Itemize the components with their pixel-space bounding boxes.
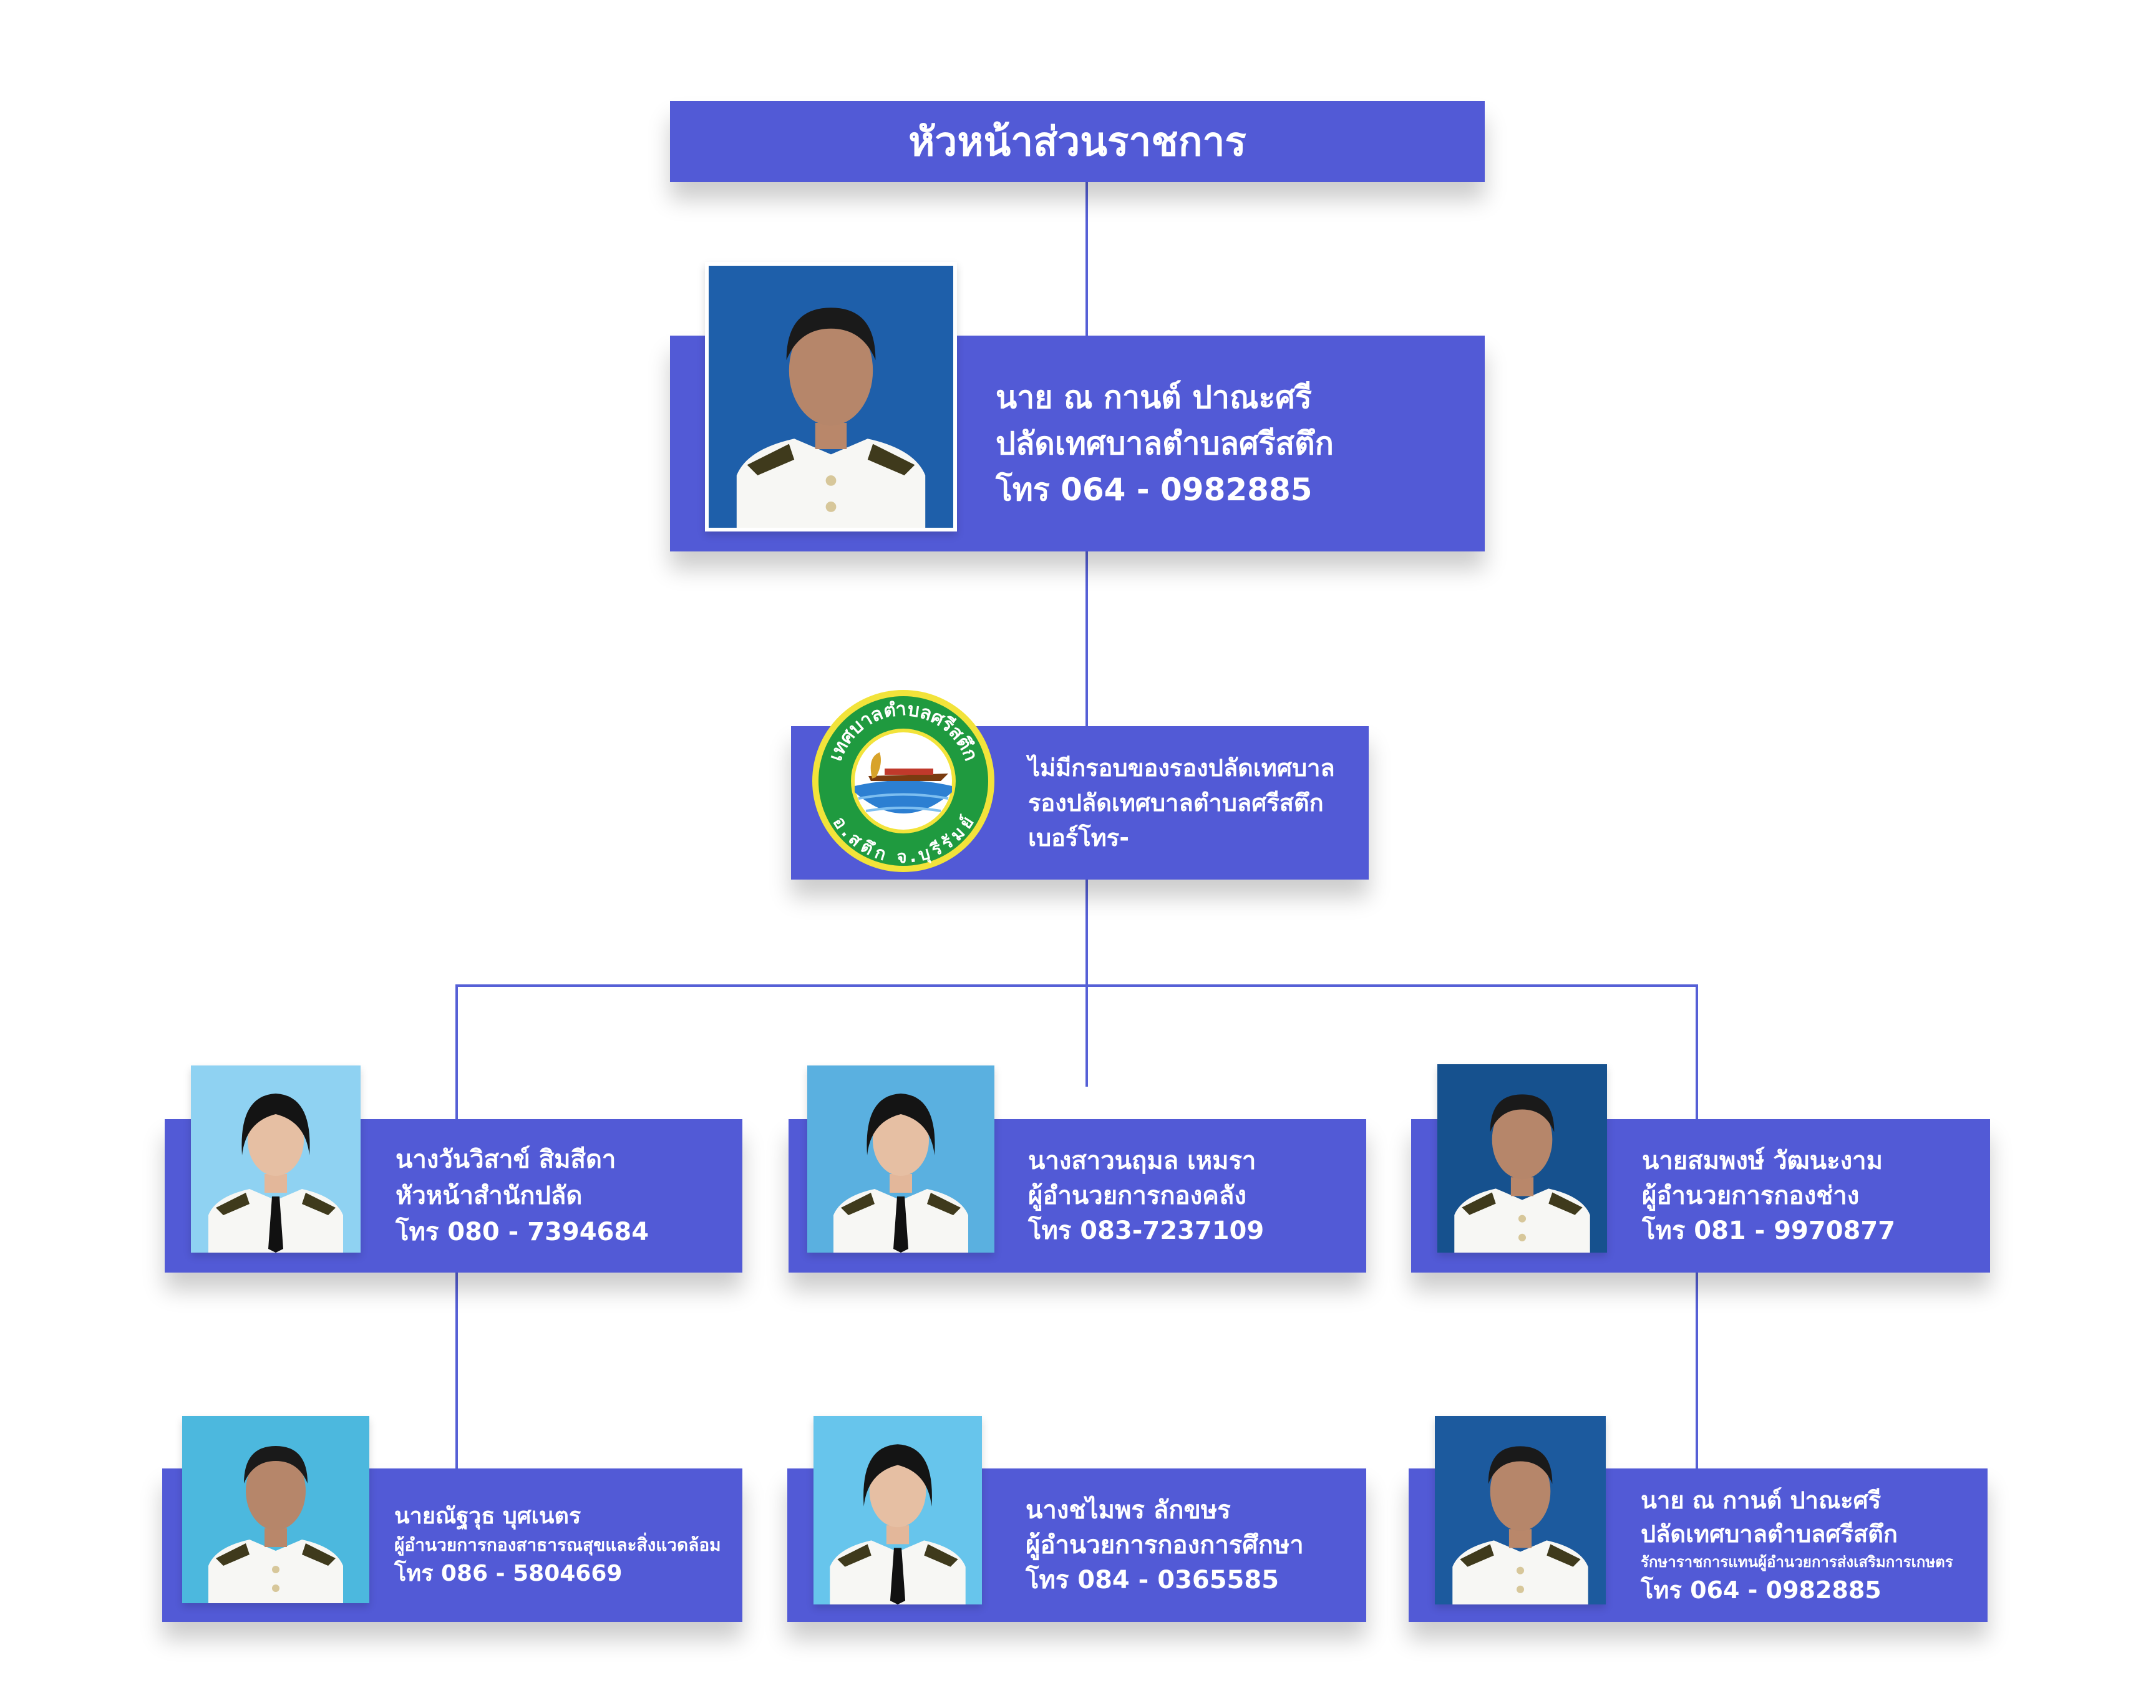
person-photo	[813, 1416, 982, 1604]
person-photo	[1435, 1416, 1606, 1604]
person-position: ปลัดเทศบาลตำบลศรีสตึก	[1641, 1520, 1898, 1548]
person-photo	[807, 1065, 994, 1253]
division-card-text: นางชไมพร ลักขษร ผู้อำนวยการกองการศึกษา โ…	[1026, 1468, 1304, 1622]
person-name: นายณัฐวุธ บุศเนตร	[394, 1503, 581, 1529]
person-name: นางชไมพร ลักขษร	[1026, 1496, 1231, 1525]
person-position: ผู้อำนวยการกองคลัง	[1028, 1182, 1246, 1210]
person-position: ผู้อำนวยการกองการศึกษา	[1026, 1531, 1304, 1560]
header-box: หัวหน้าส่วนราชการ	[670, 101, 1485, 182]
division-card-text: นางวันวิสาข์ สิมสีดา หัวหน้าสำนักปลัด โท…	[396, 1119, 649, 1273]
person-photo	[191, 1065, 361, 1253]
head-text: นาย ณ กานต์ ปาณะศรี ปลัดเทศบาลตำบลศรีสตึ…	[996, 336, 1334, 551]
division-card-text: นางสาวนฤมล เหมรา ผู้อำนวยการกองคลัง โทร …	[1028, 1119, 1264, 1273]
person-position: ผู้อำนวยการกองช่าง	[1642, 1182, 1860, 1210]
head-phone: โทร 064 - 0982885	[996, 472, 1313, 508]
person-name: นางสาวนฤมล เหมรา	[1028, 1147, 1256, 1175]
deputy-line-3: เบอร์โทร-	[1028, 824, 1129, 852]
person-name: นางวันวิสาข์ สิมสีดา	[396, 1145, 616, 1174]
division-card-text: นายณัฐวุธ บุศเนตร ผู้อำนวยการกองสาธารณสุ…	[394, 1468, 721, 1622]
head-position: ปลัดเทศบาลตำบลศรีสตึก	[996, 425, 1334, 462]
person-position: ผู้อำนวยการกองสาธารณสุขและสิ่งแวดล้อม	[394, 1535, 721, 1555]
municipal-logo: เทศบาลตำบลศรีสตึก อ.สตึก จ.บุรีรัมย์	[810, 687, 997, 875]
person-extra: รักษาราชการแทนผู้อำนวยการส่งเสริมการเกษต…	[1641, 1553, 1953, 1571]
division-card-text: นายสมพงษ์ วัฒนะงาม ผู้อำนวยการกองช่าง โท…	[1642, 1119, 1895, 1273]
deputy-line-2: รองปลัดเทศบาลตำบลศรีสตึก	[1028, 789, 1324, 817]
connector-horizontal-bar	[455, 984, 1698, 987]
person-photo	[1437, 1064, 1607, 1253]
person-name: นาย ณ กานต์ ปาณะศรี	[1641, 1487, 1882, 1514]
person-phone: โทร 081 - 9970877	[1642, 1216, 1896, 1245]
deputy-card[interactable]: เทศบาลตำบลศรีสตึก อ.สตึก จ.บุรีรัมย์ ไม่…	[791, 690, 1369, 880]
person-photo	[182, 1416, 369, 1603]
header-title: หัวหน้าส่วนราชการ	[908, 119, 1246, 165]
deputy-text: ไม่มีกรอบของรองปลัดเทศบาล รองปลัดเทศบาลต…	[1028, 726, 1335, 880]
deputy-line-1: ไม่มีกรอบของรองปลัดเทศบาล	[1028, 754, 1335, 782]
person-phone: โทร 064 - 0982885	[1641, 1576, 1882, 1604]
person-phone: โทร 084 - 0365585	[1026, 1566, 1280, 1594]
head-name: นาย ณ กานต์ ปาณะศรี	[996, 379, 1312, 415]
person-name: นายสมพงษ์ วัฒนะงาม	[1642, 1147, 1883, 1175]
person-phone: โทร 083-7237109	[1028, 1216, 1265, 1245]
person-phone: โทร 086 - 5804669	[394, 1561, 623, 1586]
person-phone: โทร 080 - 7394684	[396, 1218, 649, 1246]
head-photo	[705, 262, 957, 531]
person-position: หัวหน้าสำนักปลัด	[396, 1182, 583, 1210]
connector-top-vertical	[1085, 182, 1088, 1087]
division-card-text: นาย ณ กานต์ ปาณะศรี ปลัดเทศบาลตำบลศรีสตึ…	[1641, 1468, 1953, 1622]
